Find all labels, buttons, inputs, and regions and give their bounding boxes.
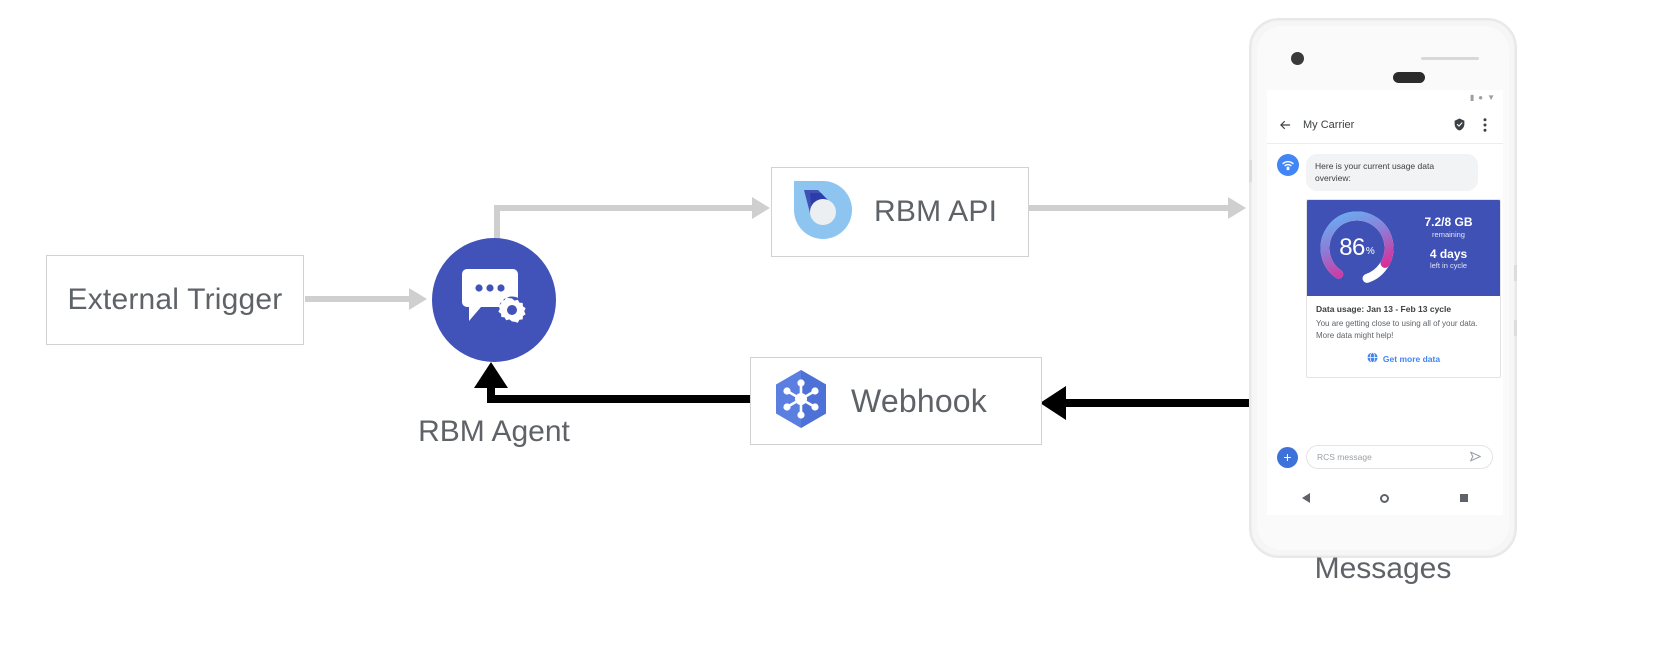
phone-volume-down-button <box>1514 320 1517 336</box>
nav-home-icon[interactable] <box>1380 493 1390 503</box>
globe-icon <box>1367 350 1378 368</box>
back-arrow-icon[interactable] <box>1277 117 1293 133</box>
card-hero-stats: 7.2/8 GB remaining 4 days left in cycle <box>1405 214 1492 280</box>
status-bar: ▮ ● ▼ <box>1267 90 1503 106</box>
arrow-api-to-phone-line <box>1029 205 1241 211</box>
external-trigger-label: External Trigger <box>67 283 283 316</box>
plus-icon[interactable]: + <box>1277 446 1298 468</box>
node-webhook[interactable]: Webhook <box>750 357 1042 445</box>
arrow-phone-to-webhook-head <box>1040 386 1066 420</box>
verified-shield-icon[interactable] <box>1451 117 1467 133</box>
phone-side-button <box>1249 160 1252 182</box>
sensor-strip <box>1421 57 1479 60</box>
signal-icon: ▮ <box>1469 93 1475 102</box>
rbm-agent-label: RBM Agent <box>418 415 570 448</box>
app-bar: My Carrier <box>1267 106 1503 144</box>
arrow-trigger-to-agent-head <box>409 288 427 310</box>
card-body: Data usage: Jan 13 - Feb 13 cycle You ar… <box>1307 296 1500 377</box>
get-more-data-button[interactable]: Get more data <box>1316 350 1491 371</box>
rbm-droplet-icon <box>790 177 856 248</box>
message-bubble: Here is your current usage data overview… <box>1306 154 1478 191</box>
send-icon[interactable] <box>1469 450 1482 465</box>
message-row: Here is your current usage data overview… <box>1277 154 1493 191</box>
get-more-data-label: Get more data <box>1382 353 1441 364</box>
earpiece-speaker <box>1393 72 1425 83</box>
app-bar-title: My Carrier <box>1303 118 1355 131</box>
messages-label: Messages <box>1314 552 1452 585</box>
gauge-value: 86 <box>1339 233 1365 261</box>
usage-gauge: 86 % <box>1315 206 1399 290</box>
card-description: You are getting close to using all of yo… <box>1316 318 1478 340</box>
rbm-api-label: RBM API <box>874 195 998 228</box>
card-title: Data usage: Jan 13 - Feb 13 cycle <box>1316 303 1452 314</box>
front-camera-icon <box>1291 52 1304 65</box>
arrow-webhook-to-agent-vertical <box>487 387 495 403</box>
rich-card[interactable]: 86 % 7.2/8 GB remaining 4 days left in c… <box>1306 198 1501 378</box>
rcs-message-input[interactable]: RCS message <box>1306 445 1493 469</box>
data-remaining-value: 7.2/8 GB <box>1424 214 1473 229</box>
phone-screen: ▮ ● ▼ My Carrier <box>1267 90 1503 515</box>
arrow-agent-to-api-horizontal <box>494 205 756 211</box>
card-hero: 86 % 7.2/8 GB remaining 4 days left in c… <box>1307 199 1500 296</box>
nav-back-icon[interactable] <box>1302 493 1311 503</box>
webhook-label: Webhook <box>851 382 988 419</box>
nav-recents-icon[interactable] <box>1459 494 1468 502</box>
composer-bar: + RCS message <box>1267 437 1503 477</box>
phone-mockup: ▮ ● ▼ My Carrier <box>1249 18 1517 558</box>
phone-volume-up-button <box>1514 265 1517 281</box>
overflow-menu-icon[interactable] <box>1477 117 1493 133</box>
days-left-label: left in cycle <box>1429 261 1468 271</box>
arrow-webhook-to-agent-horizontal <box>494 395 752 403</box>
android-nav-bar <box>1267 481 1503 515</box>
webhook-hexagon-icon <box>769 367 833 436</box>
arrow-agent-to-api-head <box>752 197 770 219</box>
node-rbm-agent[interactable] <box>432 238 556 362</box>
rcs-message-placeholder: RCS message <box>1317 452 1372 462</box>
arrow-api-to-phone-head <box>1228 197 1246 219</box>
days-left-value: 4 days <box>1429 246 1468 261</box>
node-rbm-api[interactable]: RBM API <box>771 167 1029 257</box>
gauge-unit: % <box>1365 245 1375 257</box>
arrow-phone-to-webhook-line <box>1064 399 1256 407</box>
chat-gear-icon <box>461 267 527 334</box>
arrow-webhook-to-agent-head <box>474 362 508 388</box>
node-external-trigger[interactable]: External Trigger <box>46 255 304 345</box>
battery-icon: ▼ <box>1487 93 1495 102</box>
wifi-icon: ● <box>1478 93 1484 102</box>
gauge-text: 86 % <box>1315 206 1399 290</box>
data-remaining-label: remaining <box>1432 229 1465 239</box>
rbm-agent-circle <box>432 238 556 362</box>
conversation-thread: Here is your current usage data overview… <box>1267 144 1503 378</box>
arrow-trigger-to-agent-line <box>305 296 411 302</box>
carrier-signal-icon <box>1277 154 1299 176</box>
arrow-agent-to-api-vertical <box>494 205 500 251</box>
